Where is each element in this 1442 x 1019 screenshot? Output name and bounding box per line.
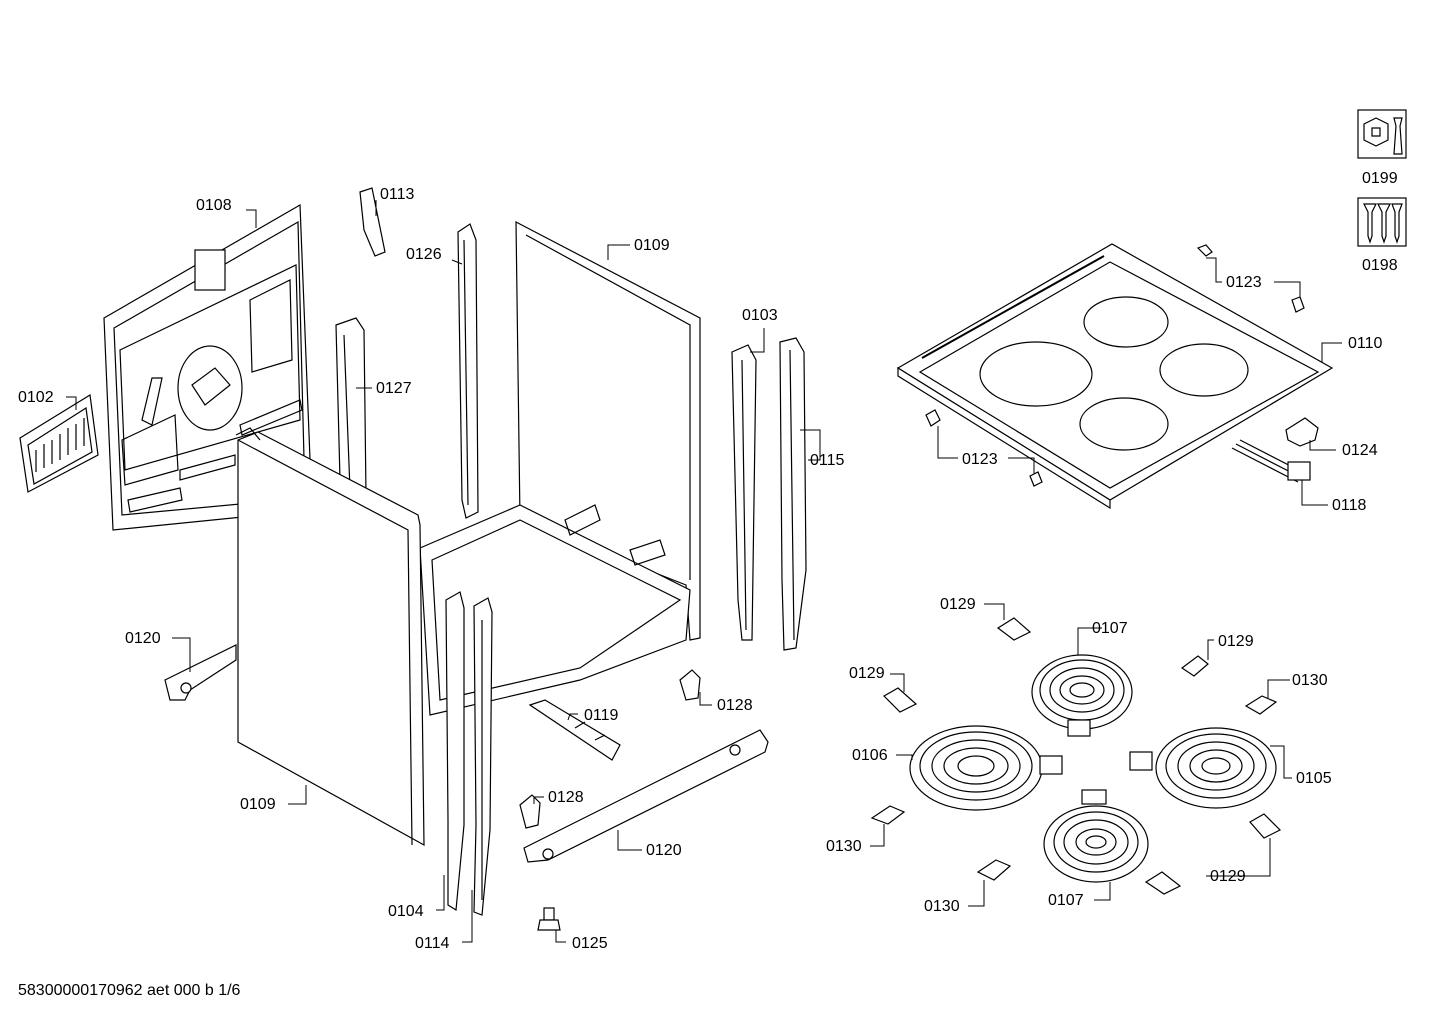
part-bracket-d (1244, 695, 1278, 715)
callout-label: 0107 (1048, 892, 1084, 909)
callout-label: 0130 (924, 898, 960, 915)
callout-label: 0109 (634, 237, 670, 254)
callout-label: 0129 (1218, 633, 1254, 650)
part-bracket-g (976, 859, 1012, 881)
part-mounting-clip-c (925, 409, 941, 427)
icon-label-tool: 0199 (1362, 170, 1398, 187)
callout-label: 0127 (376, 380, 412, 397)
callout-label: 0110 (1348, 335, 1383, 352)
part-foot-rail-left (164, 644, 237, 701)
part-rail-right-b (779, 337, 807, 651)
part-heating-element-bottom (1043, 789, 1149, 883)
part-foot-rail-right (523, 729, 769, 863)
part-bracket-f (1249, 813, 1282, 839)
callout-label: 0130 (826, 838, 862, 855)
callout-label: 0114 (415, 935, 450, 952)
callout-label: 0103 (742, 307, 778, 324)
callout-label: 0118 (1332, 497, 1367, 514)
callout-label: 0102 (18, 389, 54, 406)
callout-label: 0113 (380, 186, 415, 203)
callout-label: 0120 (125, 630, 161, 647)
callout-label: 0120 (646, 842, 682, 859)
callout-label: 0128 (548, 789, 584, 806)
callout-label: 0109 (240, 796, 276, 813)
part-small-bracket (359, 187, 386, 257)
screws-icon (1357, 197, 1407, 247)
part-mounting-clip-a (1196, 244, 1213, 257)
part-terminal-block (1285, 417, 1319, 447)
callout-label: 0129 (849, 665, 885, 682)
part-bracket-h (1144, 871, 1182, 895)
part-mounting-clip-d (1029, 471, 1043, 487)
part-bracket-a (996, 617, 1032, 641)
callout-label: 0123 (1226, 274, 1262, 291)
part-mounting-clip-b (1291, 296, 1305, 313)
part-rail-front-a (445, 591, 465, 912)
icon-label-screws: 0198 (1362, 257, 1398, 274)
part-rail-front-b (473, 597, 493, 916)
callout-label: 0123 (962, 451, 998, 468)
part-clip-upper (679, 669, 701, 701)
wrench-nut-icon (1357, 109, 1407, 159)
part-bracket-b (1180, 655, 1209, 677)
callout-label: 0126 (406, 246, 442, 263)
callout-label: 0119 (584, 707, 619, 724)
part-heating-element-left (909, 725, 1063, 811)
part-rail-rear (335, 317, 367, 501)
part-cross-rail (528, 699, 621, 761)
callout-label: 0115 (810, 452, 845, 469)
callout-label: 0129 (1210, 868, 1246, 885)
part-clip-lower (519, 794, 541, 829)
part-leveling-foot (537, 907, 561, 931)
callout-label: 0125 (572, 935, 608, 952)
callout-label: 0108 (196, 197, 232, 214)
callout-label: 0128 (717, 697, 753, 714)
part-vent-grille (19, 394, 99, 493)
part-hob-top (896, 243, 1334, 510)
callout-label: 0130 (1292, 672, 1328, 689)
callout-label: 0106 (852, 747, 888, 764)
part-heating-element-right (1129, 727, 1277, 809)
callout-label: 0104 (388, 903, 424, 920)
part-side-panel (235, 427, 425, 847)
callout-label: 0129 (940, 596, 976, 613)
part-bracket-e (870, 805, 906, 825)
callout-label: 0124 (1342, 442, 1378, 459)
document-code: 58300000170962 aet 000 b 1/6 (18, 982, 241, 999)
callout-label: 0107 (1092, 620, 1128, 637)
part-slim-rail (457, 223, 479, 519)
part-wiring-harness (1231, 439, 1311, 483)
callout-label: 0105 (1296, 770, 1332, 787)
part-bracket-c (883, 687, 918, 713)
leader-lines (66, 200, 1342, 943)
part-rail-right-a (731, 344, 757, 641)
part-heating-element-top (1031, 654, 1133, 737)
